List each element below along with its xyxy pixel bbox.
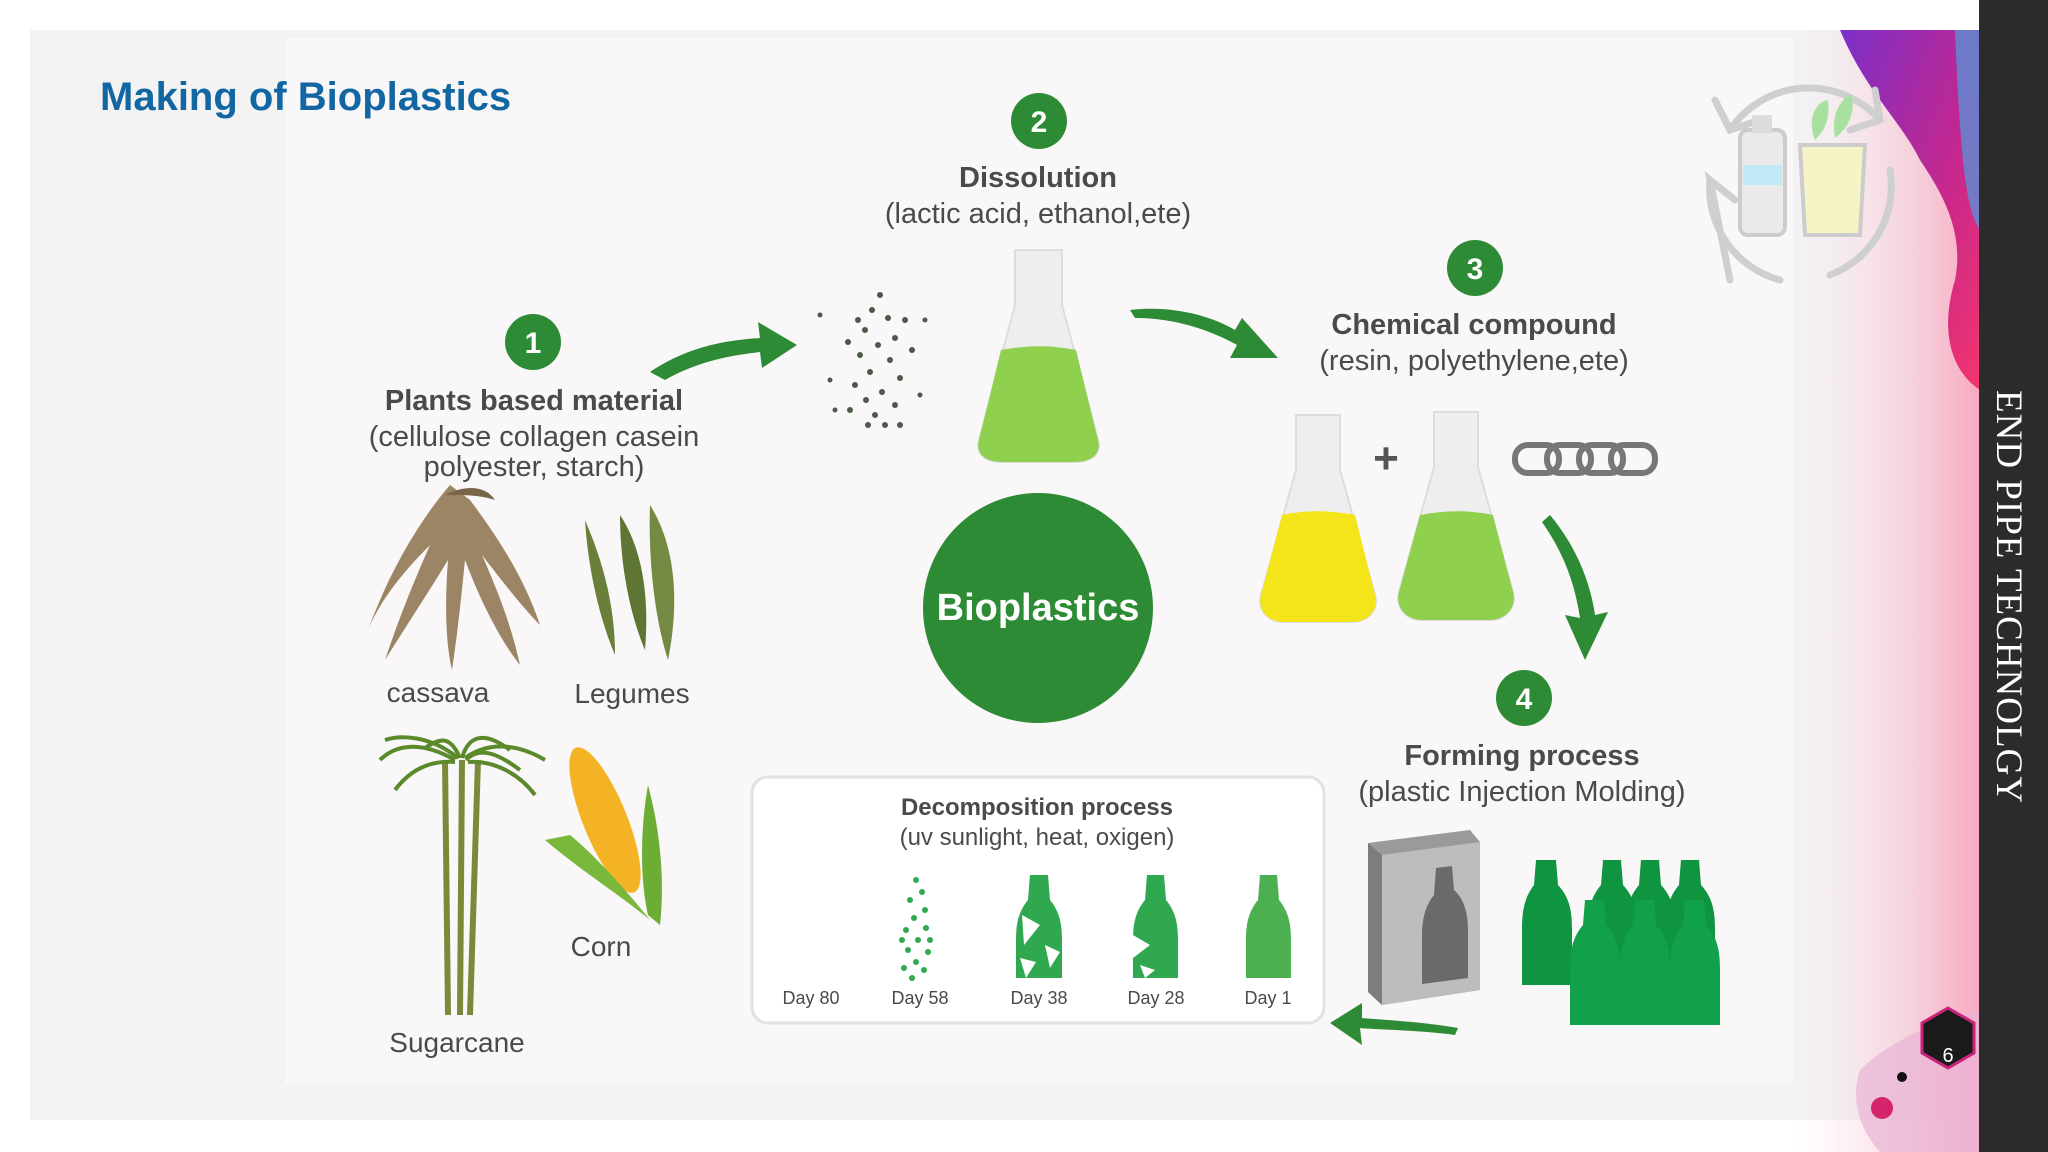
legumes-illustration	[585, 505, 675, 660]
arrow-step4-to-decomposition	[1330, 1003, 1458, 1045]
plant-label-cassava: cassava	[387, 677, 490, 708]
polymer-chain-icon	[1512, 442, 1658, 476]
step-4-badge: 4	[1496, 670, 1552, 726]
dissolution-flask	[977, 249, 1100, 463]
decomposition-bottles	[899, 875, 1291, 981]
day-label-28: Day 28	[1127, 988, 1184, 1008]
step-1-detail-line2: polyester, starch)	[424, 451, 645, 483]
plant-label-sugarcane: Sugarcane	[389, 1027, 524, 1058]
bioplastics-circle	[923, 493, 1153, 723]
chemical-flasks	[1259, 411, 1515, 623]
step-3-badge: 3	[1447, 240, 1503, 296]
day-label-80: Day 80	[782, 988, 839, 1008]
step-3-number: 3	[1467, 253, 1484, 286]
page-number: 6	[1942, 1045, 1953, 1067]
step-3-title: Chemical compound	[1331, 309, 1616, 341]
step-4-number: 4	[1516, 683, 1533, 716]
step-1-number: 1	[525, 327, 542, 360]
step-4-detail: (plastic Injection Molding)	[1358, 776, 1685, 808]
step-2-number: 2	[1031, 106, 1048, 139]
hexagon-page-badge-icon	[1897, 1006, 1976, 1082]
step-2-badge: 2	[1011, 93, 1067, 149]
day-label-38: Day 38	[1010, 988, 1067, 1008]
injection-mold-icon	[1368, 830, 1480, 1005]
bottle-day58	[899, 877, 933, 981]
sugarcane-illustration	[378, 735, 547, 1016]
sidebar-title: END PIPE TECHNOLGY	[1988, 390, 2029, 805]
bottle-day28	[1133, 875, 1178, 978]
day-label-1: Day 1	[1244, 988, 1291, 1008]
finished-bottles	[1522, 860, 1720, 1025]
plus-sign: +	[1373, 434, 1399, 483]
step-2-title: Dissolution	[959, 162, 1117, 194]
bottle-day38	[1016, 875, 1062, 978]
arrow-step2-to-step3	[1130, 308, 1278, 358]
day-label-58: Day 58	[891, 988, 948, 1008]
step-1-detail-line1: (cellulose collagen casein	[369, 421, 699, 453]
step-3-detail: (resin, polyethylene,ete)	[1319, 345, 1629, 377]
step-4-title: Forming process	[1404, 740, 1639, 772]
cassava-illustration	[368, 485, 540, 670]
plant-label-legumes: Legumes	[574, 678, 689, 709]
step-2-detail: (lactic acid, ethanol,ete)	[885, 198, 1191, 230]
decomposition-subtitle: (uv sunlight, heat, oxigen)	[900, 824, 1175, 851]
right-sidebar	[1979, 0, 2048, 1152]
step-1-badge: 1	[505, 314, 561, 370]
arrow-step3-to-step4	[1542, 515, 1608, 660]
granules	[817, 292, 928, 428]
decomposition-title: Decomposition process	[901, 794, 1173, 821]
arrow-step1-to-step2	[650, 322, 797, 380]
recycle-bottle-icon	[1704, 84, 1895, 284]
plant-label-corn: Corn	[571, 931, 632, 962]
step-1-title: Plants based material	[385, 385, 683, 417]
slide-title: Making of Bioplastics	[100, 75, 512, 119]
corn-illustration	[545, 747, 662, 925]
bottle-day1	[1246, 875, 1291, 978]
process-arrows	[650, 308, 1608, 1045]
center-label: Bioplastics	[937, 587, 1140, 629]
